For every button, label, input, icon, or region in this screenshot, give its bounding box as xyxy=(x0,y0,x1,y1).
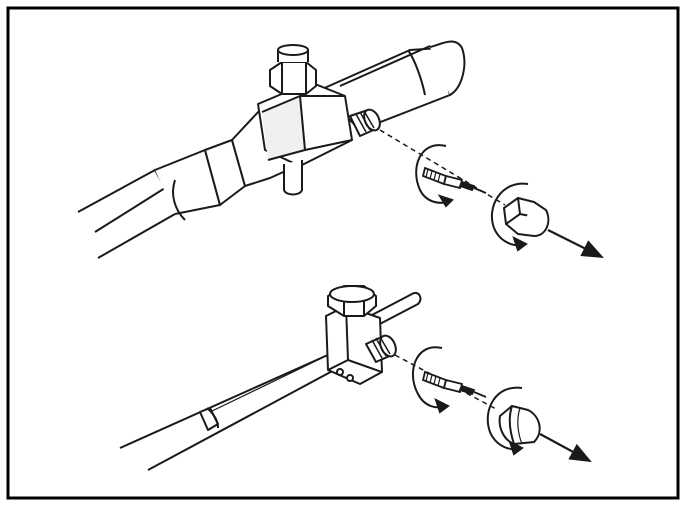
tube-left xyxy=(77,139,246,259)
pull-arrow-top xyxy=(547,229,604,258)
line-tap-assembly xyxy=(119,285,422,471)
tap-service-port xyxy=(365,334,397,363)
rotate-arrow-core-top xyxy=(415,144,454,208)
rotate-arrow-cap-bottom xyxy=(486,386,524,456)
tap-stem-cap xyxy=(327,285,377,317)
rotate-arrow-core-bottom xyxy=(411,346,450,414)
valve-body xyxy=(257,81,353,196)
tap-rod xyxy=(369,292,422,327)
valve-core-bottom xyxy=(421,370,487,398)
valve-stem-cap xyxy=(269,44,317,95)
ball-valve-assembly xyxy=(77,40,466,259)
port-cap-bottom xyxy=(498,404,541,446)
tube-right xyxy=(319,40,466,131)
service-port xyxy=(349,108,381,137)
rotate-arrow-cap-top xyxy=(491,182,529,252)
pull-arrow-bottom xyxy=(539,433,592,463)
port-cap-top xyxy=(502,196,550,238)
valve-core-top xyxy=(421,166,487,194)
